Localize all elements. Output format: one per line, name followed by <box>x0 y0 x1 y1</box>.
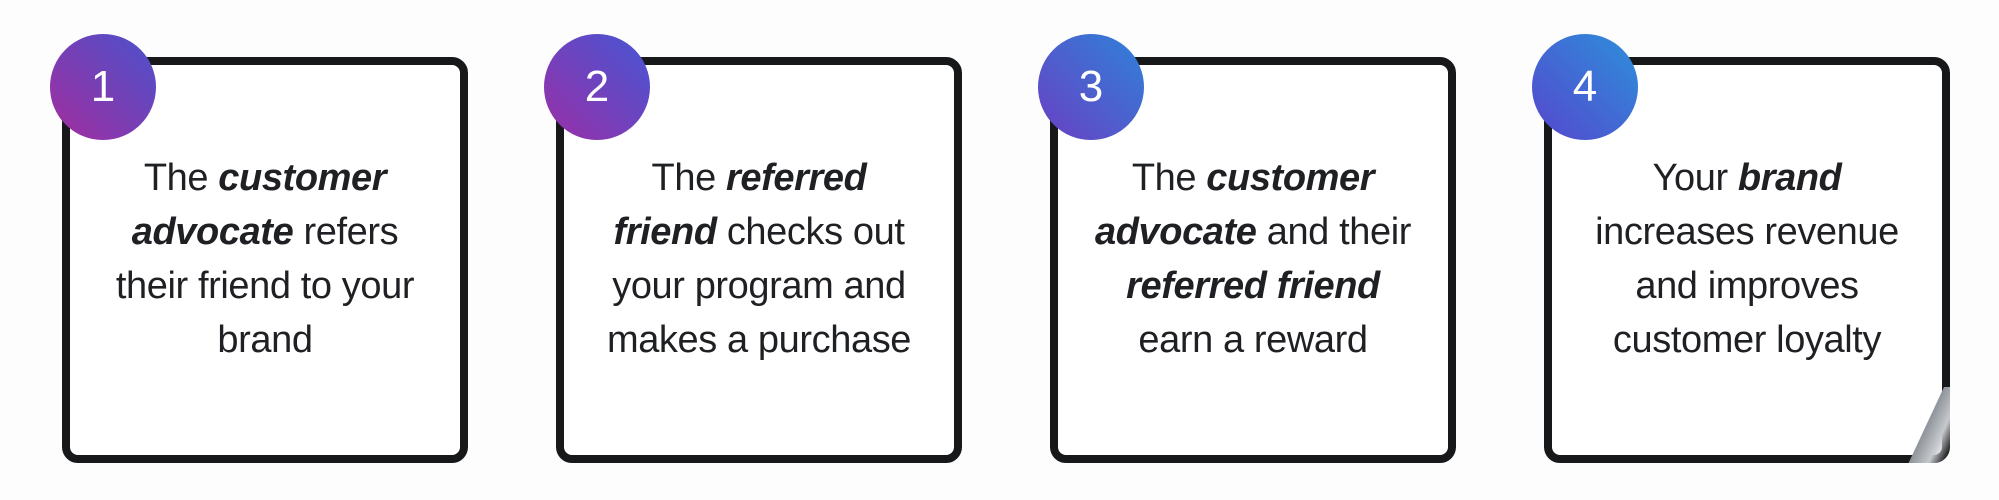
step-number-badge: 1 <box>50 34 156 140</box>
step-card: 1 The customer advocate refers their frien… <box>50 34 468 463</box>
step-description-line: The customer <box>143 157 387 199</box>
step-description: The referred friend checks out your progra… <box>606 151 912 369</box>
step-card: 4 Your brand increases revenue and improve… <box>1532 34 1950 463</box>
step-number: 1 <box>90 62 116 111</box>
step-description-line: The referred <box>651 157 867 199</box>
step-description-line: and improves <box>1635 265 1859 307</box>
step-number-badge: 4 <box>1532 34 1638 140</box>
step-description-line: your program and <box>612 265 906 307</box>
step-description-line: referred friend <box>1126 265 1380 307</box>
step-number: 2 <box>584 62 610 111</box>
step-description-line: makes a purchase <box>606 319 912 361</box>
step-description-line: Your brand <box>1652 157 1842 199</box>
step-description-line: friend checks out <box>613 211 905 253</box>
step-description-line: customer loyalty <box>1612 319 1882 361</box>
step-description-line: advocate refers <box>131 211 399 253</box>
step-description: Your brand increases revenue and improves c… <box>1595 151 1899 369</box>
step-number: 4 <box>1572 62 1598 111</box>
step-description: The customer advocate and their referred f… <box>1095 151 1411 369</box>
step-description: The customer advocate refers their friend … <box>115 151 415 369</box>
step-number: 3 <box>1078 62 1104 111</box>
step-description-line: advocate and their <box>1094 211 1411 253</box>
step-number-badge: 2 <box>544 34 650 140</box>
step-card: 2 The referred friend checks out your prog… <box>544 34 962 463</box>
step-description-line: their friend to your <box>115 265 415 307</box>
step-description-line: The customer <box>1131 157 1375 199</box>
step-description-line: increases revenue <box>1595 211 1899 253</box>
step-description-line: earn a reward <box>1138 319 1368 361</box>
step-description-line: brand <box>217 319 313 361</box>
steps-row: 1 The customer advocate refers their frien… <box>50 34 1950 463</box>
step-card: 3 The customer advocate and their referred… <box>1038 34 1456 463</box>
step-number-badge: 3 <box>1038 34 1144 140</box>
